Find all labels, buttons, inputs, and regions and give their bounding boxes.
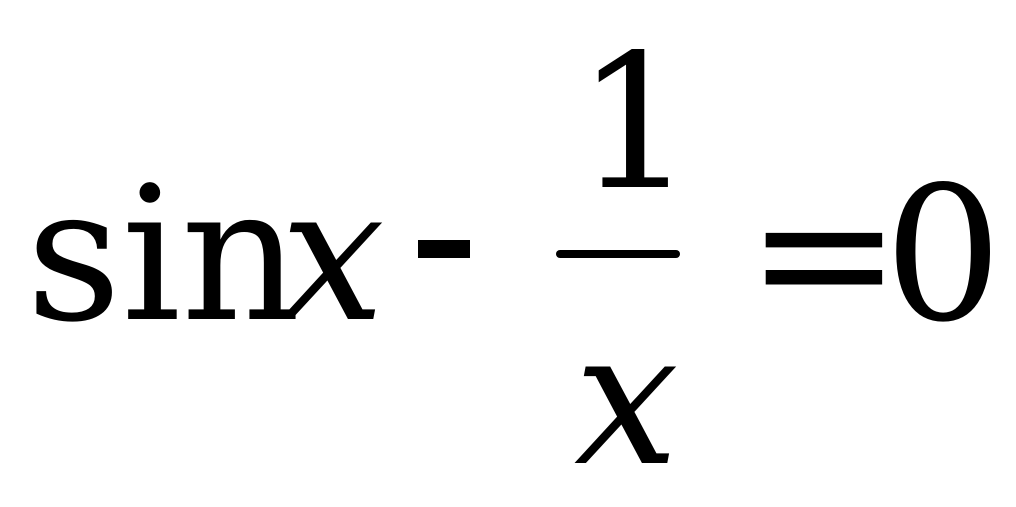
fraction-numerator: 1 — [576, 14, 695, 231]
fraction-denominator: x — [574, 290, 679, 507]
variable-x: x — [280, 146, 385, 363]
right-side-value: 0 — [884, 146, 1003, 363]
equation: sin x - 1 x = 0 — [26, 14, 1003, 507]
function-sin: sin — [26, 146, 301, 363]
fraction-bar — [556, 250, 680, 258]
minus-sign — [418, 240, 470, 258]
equals-sign: = — [746, 144, 902, 361]
